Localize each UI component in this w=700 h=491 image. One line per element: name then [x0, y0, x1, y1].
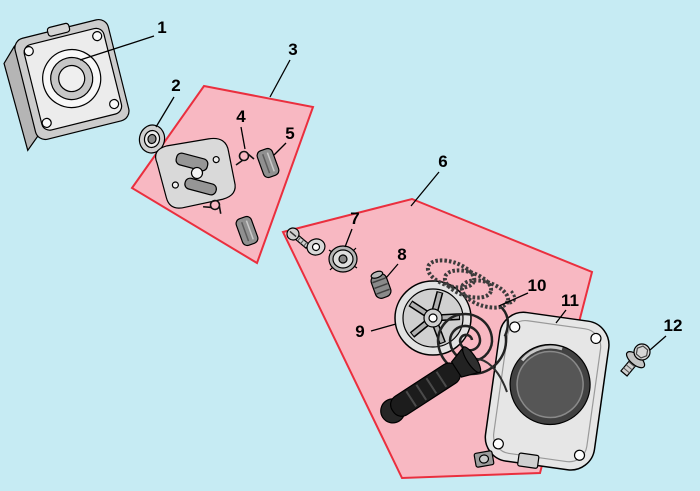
- leader-line-5: [273, 142, 287, 156]
- part-label-2: 2: [171, 76, 180, 95]
- part-hub-screw: [286, 227, 311, 249]
- part-label-10: 10: [528, 276, 547, 295]
- leader-line-11: [555, 309, 567, 324]
- part-starter-pulley: [328, 245, 358, 273]
- leader-line-1: [79, 35, 155, 61]
- part-label-1: 1: [157, 18, 166, 37]
- part-friction-block-b: [235, 215, 259, 247]
- part-pawl-plate: [154, 137, 236, 209]
- leader-line-12: [649, 335, 667, 351]
- part-label-6: 6: [438, 152, 447, 171]
- part-label-3: 3: [288, 40, 297, 59]
- part-hub-washer: [306, 238, 326, 256]
- part-rope-handle: [380, 346, 482, 424]
- part-label-12: 12: [664, 316, 683, 335]
- leader-line-4: [240, 126, 246, 150]
- leader-line-9: [370, 323, 397, 332]
- part-label-7: 7: [350, 209, 359, 228]
- leader-line-3: [269, 59, 291, 98]
- part-starter-housing: [484, 311, 610, 471]
- part-label-9: 9: [355, 322, 364, 341]
- part-label-8: 8: [397, 245, 406, 264]
- leader-lines: [79, 35, 667, 351]
- part-label-4: 4: [236, 107, 246, 126]
- leader-line-10: [498, 292, 529, 307]
- part-pawl-spring-b: [203, 199, 222, 214]
- part-washer: [138, 124, 166, 154]
- leader-line-6: [410, 171, 440, 207]
- part-labels: 1 2 3 4 5 6 7 8 9 10 11 12: [157, 18, 682, 341]
- part-pawl-spring-a: [235, 150, 255, 166]
- leader-line-2: [155, 96, 175, 128]
- leader-line-7: [344, 228, 353, 248]
- leader-line-8: [385, 263, 399, 279]
- part-friction-block-a: [256, 147, 280, 179]
- part-label-11: 11: [561, 291, 579, 310]
- part-label-5: 5: [285, 124, 294, 143]
- part-clutch-spring: [370, 270, 392, 299]
- part-mounting-bolt: [620, 343, 651, 377]
- part-square-nut: [473, 450, 495, 468]
